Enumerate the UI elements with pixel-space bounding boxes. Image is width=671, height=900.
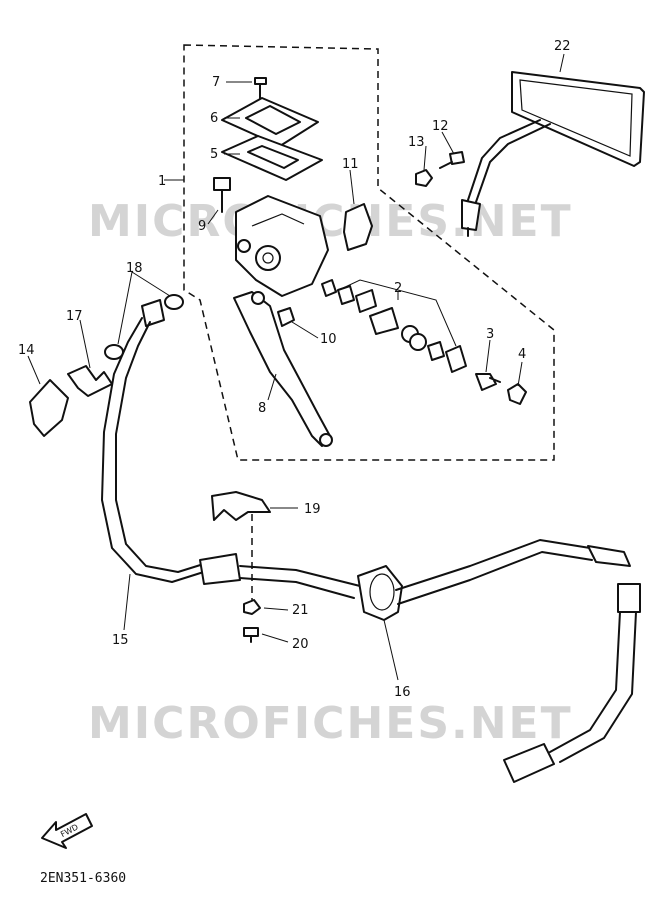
reservoir-cap (221, 97, 319, 147)
callout-13: 13 (408, 135, 425, 150)
diaphragm (221, 135, 323, 181)
watermark-bottom: MICROFICHES.NET (88, 698, 573, 749)
hose-clamp (211, 491, 271, 521)
master-cylinder-bolt (213, 177, 231, 213)
brake-hose-joint (357, 539, 631, 621)
callout-7: 7 (212, 75, 220, 90)
rear-view-mirror (461, 71, 645, 237)
master-cylinder-assembly-outline (183, 44, 555, 461)
callout-18: 18 (126, 261, 143, 276)
forward-arrow-icon: FWD (41, 813, 93, 849)
piston-kit (321, 279, 467, 373)
callout-2: 2 (394, 281, 402, 296)
leader-lines (27, 53, 565, 681)
drawing-code: 2EN351-6360 (40, 871, 126, 886)
callout-22: 22 (554, 39, 571, 54)
mirror-bolt (439, 151, 465, 169)
reservoir-cap-screw (254, 77, 267, 101)
callout-16: 16 (394, 685, 411, 700)
boot-cap (507, 383, 527, 405)
callout-19: 19 (304, 502, 321, 517)
hose-cover (29, 379, 69, 437)
callout-14: 14 (18, 343, 35, 358)
master-cylinder-holder (343, 203, 373, 251)
callout-1: 1 (158, 174, 166, 189)
lower-brake-hose (503, 583, 641, 783)
callout-20: 20 (292, 637, 309, 652)
copper-washer-upper (164, 294, 184, 310)
callout-6: 6 (210, 111, 218, 126)
callout-8: 8 (258, 401, 266, 416)
callout-5: 5 (210, 147, 218, 162)
master-cylinder-body (235, 195, 329, 297)
clamp-bolt (243, 627, 259, 643)
union-bolt (67, 365, 113, 397)
callout-11: 11 (342, 157, 359, 172)
callout-21: 21 (292, 603, 309, 618)
brake-light-switch (475, 373, 501, 391)
callout-4: 4 (518, 347, 526, 362)
callouts: 1 2 3 4 5 6 7 8 9 10 11 12 13 14 15 16 1… (18, 39, 571, 700)
callout-15: 15 (112, 633, 129, 648)
mirror-nut (415, 169, 433, 187)
copper-washer-lower (104, 344, 124, 360)
callout-3: 3 (486, 327, 494, 342)
watermark-top: MICROFICHES.NET (88, 196, 573, 247)
callout-12: 12 (432, 119, 449, 134)
lever-bushing (277, 307, 295, 327)
callout-17: 17 (66, 309, 83, 324)
callout-9: 9 (198, 219, 206, 234)
clamp-nut (243, 599, 261, 615)
brake-hose (101, 299, 361, 599)
callout-10: 10 (320, 332, 337, 347)
